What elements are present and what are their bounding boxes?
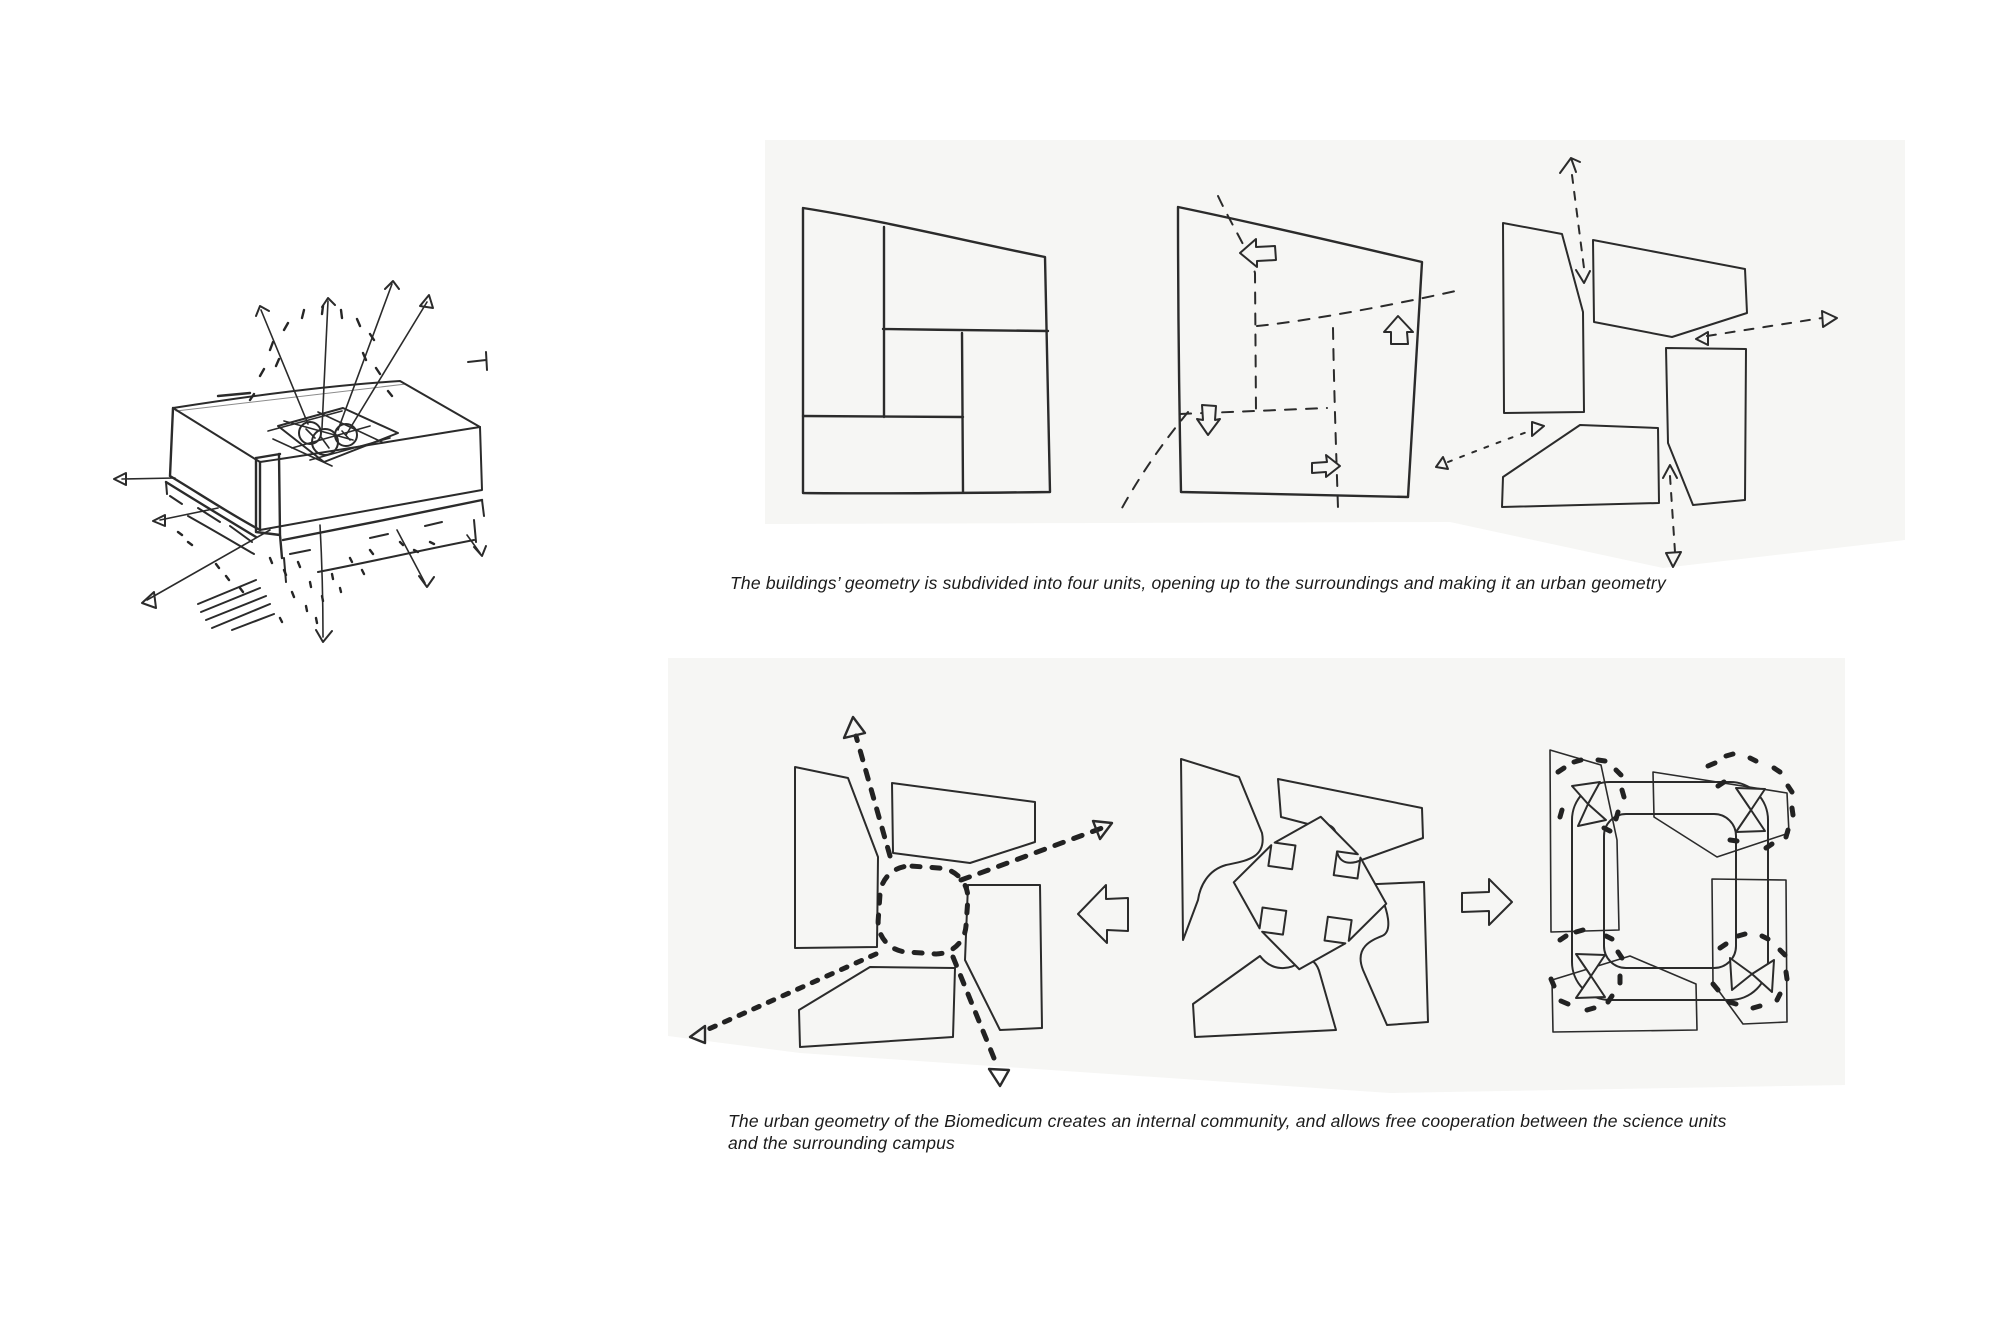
paper-patch bbox=[765, 140, 1905, 568]
bottom-row-caption-line1: The urban geometry of the Biomedicum cre… bbox=[728, 1111, 1727, 1131]
four-way-opening-cross-diagram bbox=[1180, 758, 1429, 1038]
bottom-row-caption-line2: and the surrounding campus bbox=[728, 1133, 956, 1153]
open-down-arrow-icon bbox=[1196, 404, 1221, 436]
pinwheel-subdivision-diagram bbox=[801, 206, 1052, 495]
separated-units-diagram bbox=[1435, 157, 1838, 568]
meeting-point-dots bbox=[1548, 751, 1796, 1013]
urban-geometry-panel bbox=[668, 658, 1845, 1093]
building-mass-concept-sketch bbox=[113, 280, 488, 643]
bottom-row-caption: The urban geometry of the Biomedicum cre… bbox=[728, 1110, 1918, 1154]
opening-directions-diagram bbox=[1121, 195, 1461, 509]
open-left-arrow-icon bbox=[1077, 884, 1129, 944]
open-right-arrow-icon bbox=[1461, 878, 1513, 926]
top-row-caption: The buildings’ geometry is subdivided in… bbox=[730, 573, 1666, 593]
open-right-arrow-icon bbox=[1311, 454, 1341, 478]
open-up-arrow-icon bbox=[1383, 315, 1414, 345]
corner-exchange-arrows-icon bbox=[1571, 781, 1775, 999]
four-way-cross-arrow-icon bbox=[1232, 815, 1388, 971]
circulation-loop-diagram bbox=[1548, 749, 1796, 1033]
geometry-subdivision-panel bbox=[765, 140, 1905, 568]
internal-community-plaza-diagram bbox=[688, 715, 1114, 1088]
open-left-arrow-icon bbox=[1239, 238, 1277, 268]
plaza-ring bbox=[875, 863, 971, 957]
